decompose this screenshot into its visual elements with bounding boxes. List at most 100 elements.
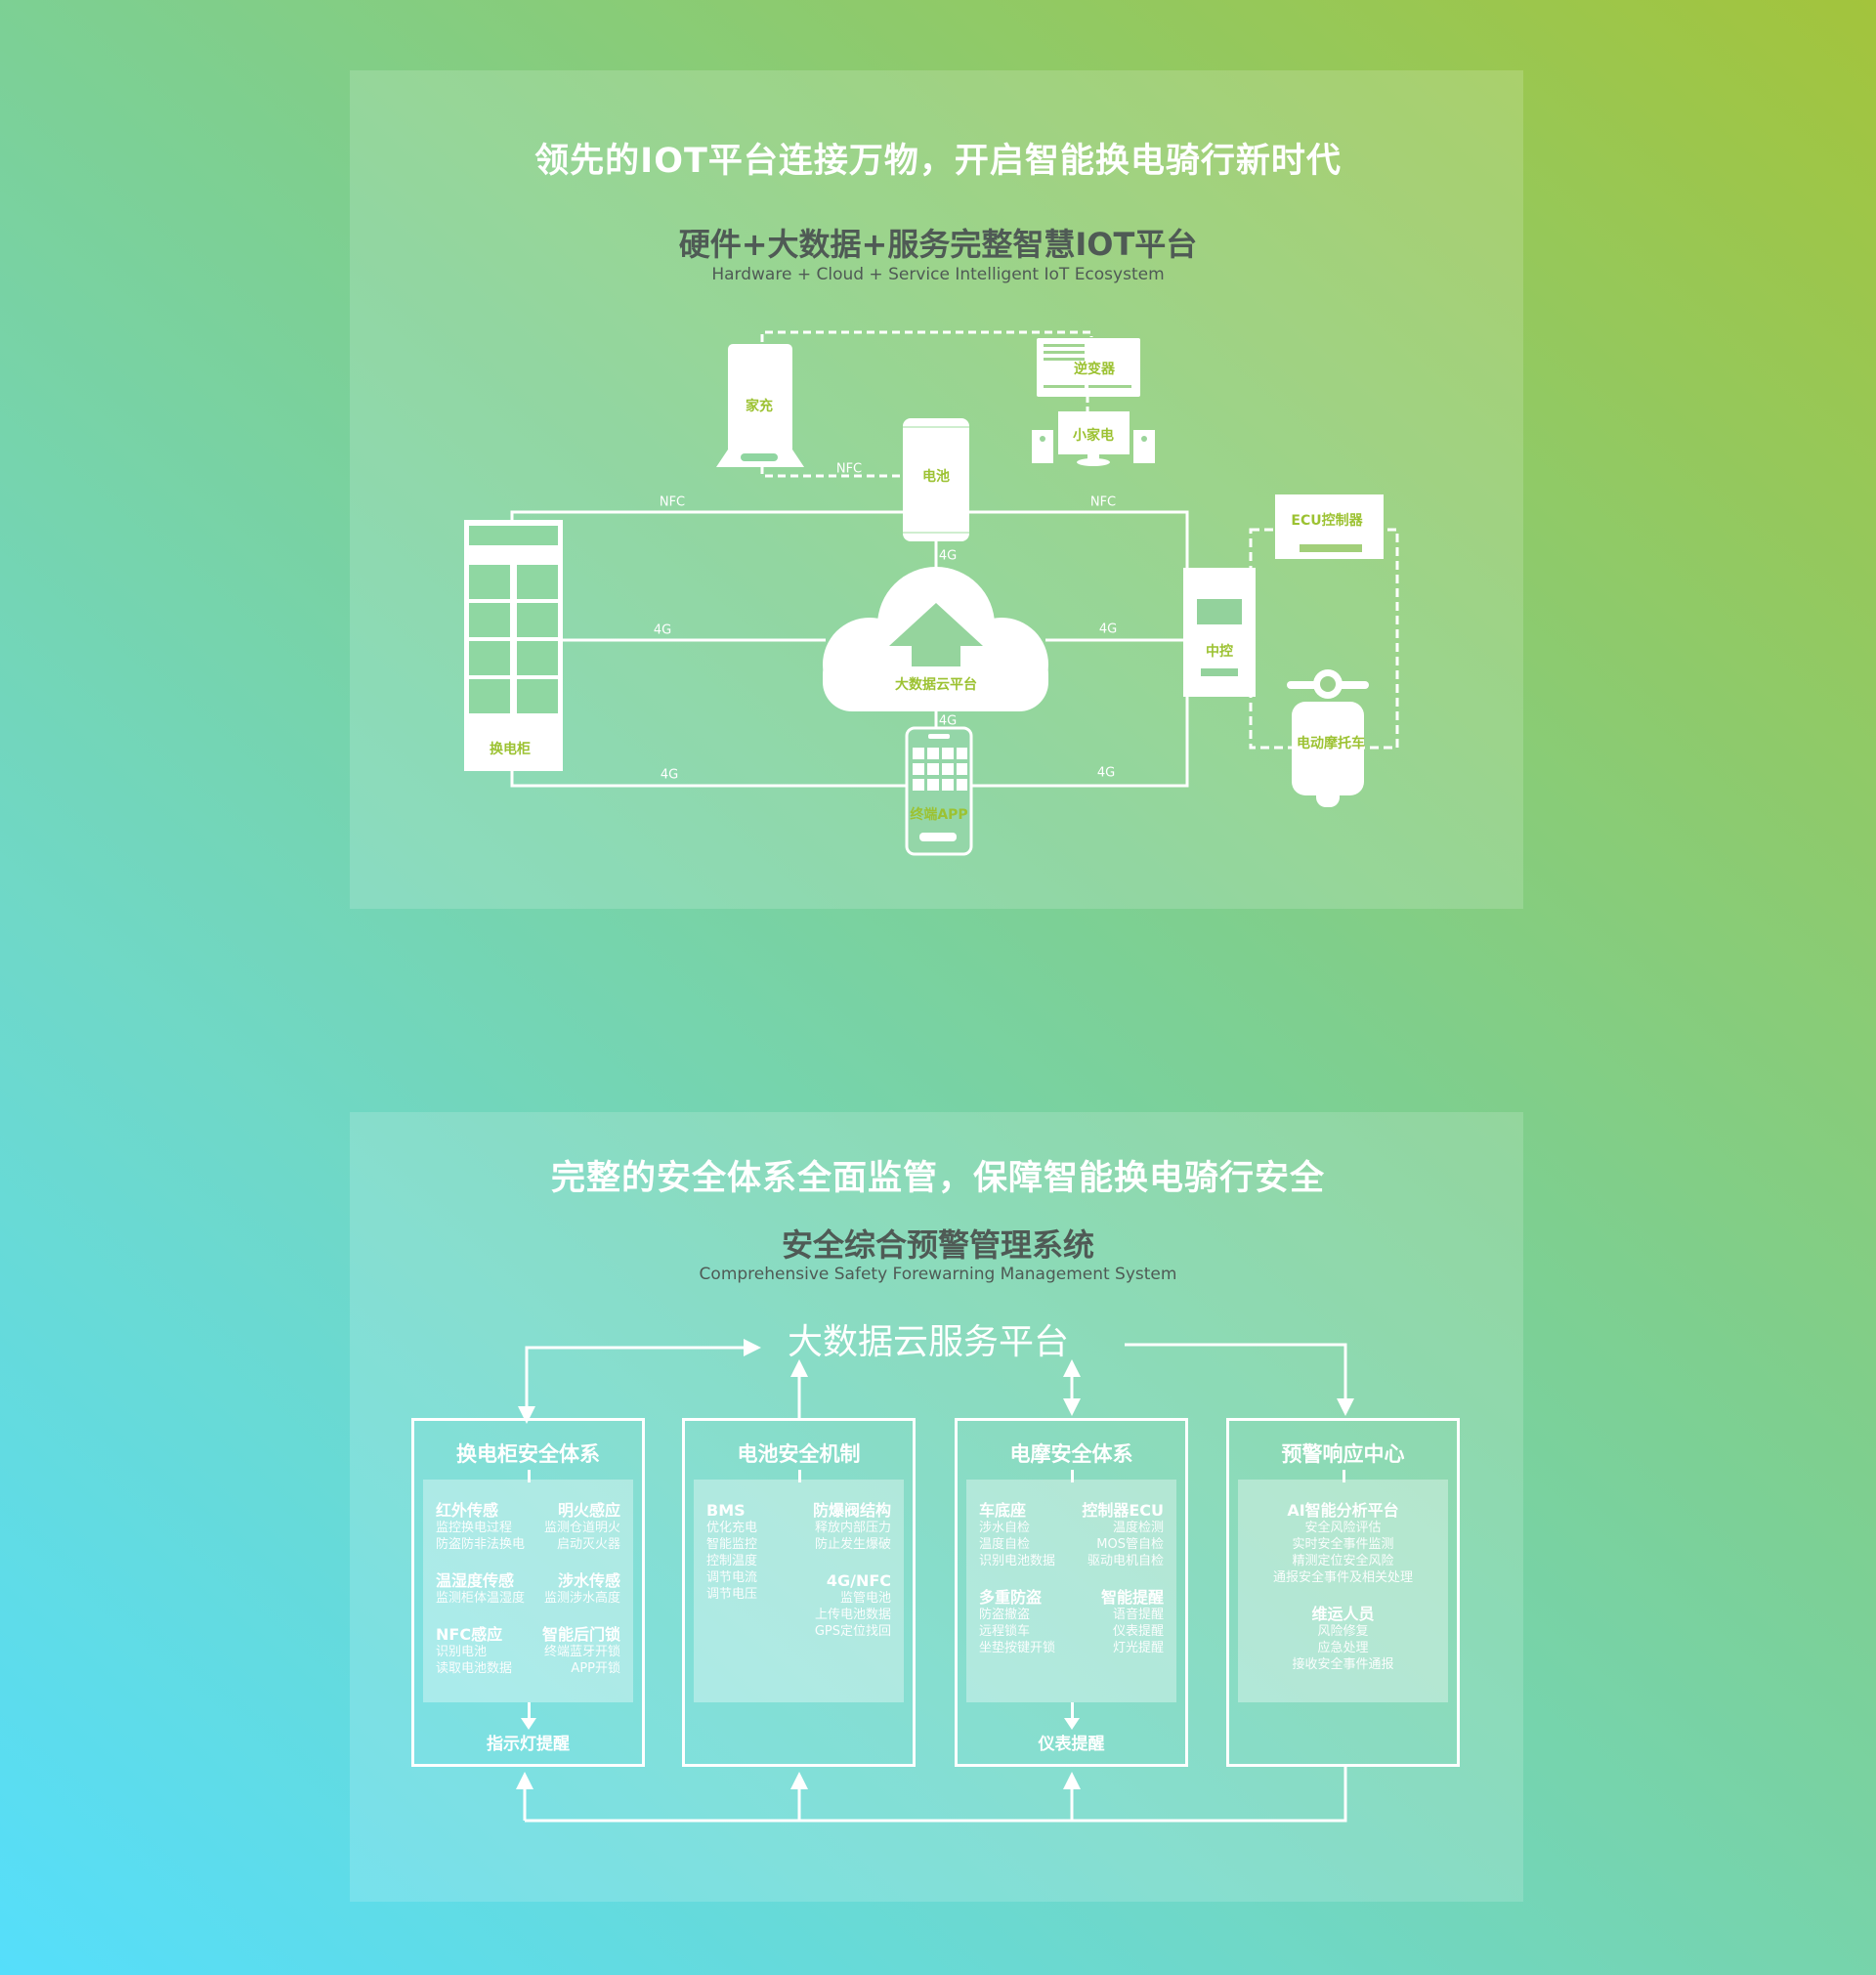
terminal-app-phone-icon — [905, 726, 973, 856]
feature-item: APP开锁 — [571, 1661, 620, 1676]
feature-heading: 车底座 — [979, 1501, 1027, 1520]
feature-item: 终端蓝牙开锁 — [543, 1645, 620, 1659]
feature-item: 风险修复 — [1317, 1624, 1369, 1639]
feature-item: 监控换电过程 — [436, 1521, 513, 1535]
feature-heading: 智能后门锁 — [541, 1625, 620, 1644]
battery-cabinet-icon — [464, 520, 563, 771]
feature-item: 读取电池数据 — [436, 1661, 513, 1676]
feature-item: 温度自检 — [979, 1537, 1031, 1552]
box-detail-panel: 车底座涉水自检温度自检识别电池数据多重防盗防盗撤盗远程锁车坐垫按键开锁控制器EC… — [966, 1480, 1176, 1702]
link-label-4g: 4G — [938, 548, 958, 564]
link-label-4g: 4G — [660, 767, 679, 783]
feature-heading: NFC感应 — [436, 1625, 503, 1644]
feature-item: 监测柜体温湿度 — [436, 1591, 526, 1606]
box-footer-alert: 指示灯提醒 — [487, 1735, 570, 1754]
detail-column-center: AI智能分析平台安全风险评估实时安全事件监测精测定位安全风险通报安全事件及相关处… — [1251, 1501, 1435, 1702]
feature-group: 温湿度传感监测柜体温湿度 — [436, 1571, 525, 1607]
feature-item: 识别电池数据 — [979, 1554, 1056, 1568]
bottom-feedback-line — [525, 1767, 1347, 1823]
feature-heading: 控制器ECU — [1082, 1501, 1164, 1520]
feature-item: 释放内部压力 — [814, 1521, 891, 1535]
feature-item: 调节电压 — [706, 1587, 758, 1602]
section2-subtitle-en: Comprehensive Safety Forewarning Managem… — [699, 1265, 1177, 1284]
feature-item: 精测定位安全风险 — [1292, 1554, 1394, 1568]
box-title: 电摩安全体系 — [1009, 1442, 1133, 1466]
detail-column-right: 明火感应监测仓道明火启动灭火器涉水传感监测涉水高度智能后门锁终端蓝牙开锁 APP开… — [542, 1501, 620, 1702]
feature-item: 防盗防非法换电 — [436, 1537, 526, 1552]
feature-item: MOS管自检 — [1096, 1537, 1164, 1552]
feature-group: AI智能分析平台安全风险评估实时安全事件监测精测定位安全风险通报安全事件及相关处… — [1251, 1501, 1435, 1586]
feature-heading: 防爆阀结构 — [812, 1501, 891, 1520]
box-title: 预警响应中心 — [1281, 1442, 1405, 1466]
dashed-link-charger-inverter — [760, 330, 1093, 342]
section1-subtitle-en: Hardware + Cloud + Service Intelligent I… — [711, 265, 1165, 284]
feature-item: 控制温度 — [706, 1554, 758, 1568]
node-label-scooter: 电动摩托车 — [1297, 736, 1365, 751]
box-title: 电池安全机制 — [737, 1442, 861, 1466]
arrow-platform-cabinet — [525, 1339, 761, 1407]
feature-heading: 维运人员 — [1311, 1605, 1375, 1623]
feature-item: 灯光提醒 — [1112, 1641, 1164, 1655]
node-label-cabinet: 换电柜 — [490, 742, 531, 757]
link-label-nfc: NFC — [835, 461, 863, 477]
box-detail-panel: AI智能分析平台安全风险评估实时安全事件监测精测定位安全风险通报安全事件及相关处… — [1238, 1480, 1448, 1702]
link-label-nfc: NFC — [1089, 494, 1117, 510]
feature-heading: 4G/NFC — [826, 1571, 891, 1590]
scooter-icon — [1287, 669, 1369, 807]
feature-heading: BMS — [706, 1501, 746, 1520]
feature-item: 防盗撤盗 — [979, 1608, 1031, 1622]
feature-item: 调节电流 — [706, 1570, 758, 1585]
node-label-controller: 中控 — [1206, 644, 1233, 660]
section1-title: 领先的IOT平台连接万物，开启智能换电骑行新时代 — [534, 142, 1342, 181]
down-arrow-icon — [1063, 1718, 1080, 1730]
down-arrow-line — [1070, 1702, 1074, 1720]
safety-system-panel — [350, 1112, 1523, 1902]
feature-group: 明火感应监测仓道明火启动灭火器 — [542, 1501, 620, 1553]
central-controller-icon — [1183, 568, 1256, 697]
feature-heading: 温湿度传感 — [436, 1571, 515, 1590]
node-label-home-charger: 家充 — [746, 399, 773, 414]
feature-item: 监测涉水高度 — [543, 1591, 620, 1606]
feature-item: 优化充电 — [706, 1521, 758, 1535]
feature-item: 温度检测 — [1112, 1521, 1164, 1535]
feature-item: 监管电池 — [839, 1591, 891, 1606]
link-label-4g: 4G — [1098, 622, 1118, 637]
4g-link-app-controller — [971, 697, 1189, 788]
appliance-icon — [1032, 411, 1155, 466]
connector-line — [797, 1470, 801, 1482]
feature-group: 车底座涉水自检温度自检识别电池数据 — [979, 1501, 1055, 1569]
feature-heading: AI智能分析平台 — [1287, 1501, 1399, 1520]
section1-subtitle: 硬件+大数据+服务完整智慧IOT平台 — [678, 226, 1198, 263]
down-arrow-icon — [520, 1718, 536, 1730]
feature-item: 驱动电机自检 — [1087, 1554, 1164, 1568]
feature-item: 实时安全事件监测 — [1292, 1537, 1394, 1552]
feature-group: 红外传感监控换电过程防盗防非法换电 — [436, 1501, 525, 1553]
feature-item: 上传电池数据 — [814, 1608, 891, 1622]
link-label-4g: 4G — [653, 623, 672, 638]
node-label-ecu: ECU控制器 — [1291, 513, 1363, 529]
battery-icon — [903, 418, 969, 541]
4g-link-cabinet-app — [510, 771, 907, 788]
feature-heading: 智能提醒 — [1100, 1588, 1164, 1607]
scooter-safety-box: 电摩安全体系车底座涉水自检温度自检识别电池数据多重防盗防盗撤盗远程锁车坐垫按键开… — [955, 1418, 1188, 1767]
node-label-appliance: 小家电 — [1073, 428, 1114, 444]
inverter-icon — [1037, 338, 1140, 397]
feature-group: 维运人员风险修复应急处理接收安全事件通报 — [1251, 1605, 1435, 1673]
feature-group: 涉水传感监测涉水高度 — [542, 1571, 620, 1607]
feature-item: 应急处理 — [1317, 1641, 1369, 1655]
dashed-link-charger-battery — [760, 466, 903, 478]
feature-item: 监测仓道明火 — [543, 1521, 620, 1535]
link-label-4g: 4G — [938, 713, 958, 729]
feature-item: 远程锁车 — [979, 1624, 1031, 1639]
